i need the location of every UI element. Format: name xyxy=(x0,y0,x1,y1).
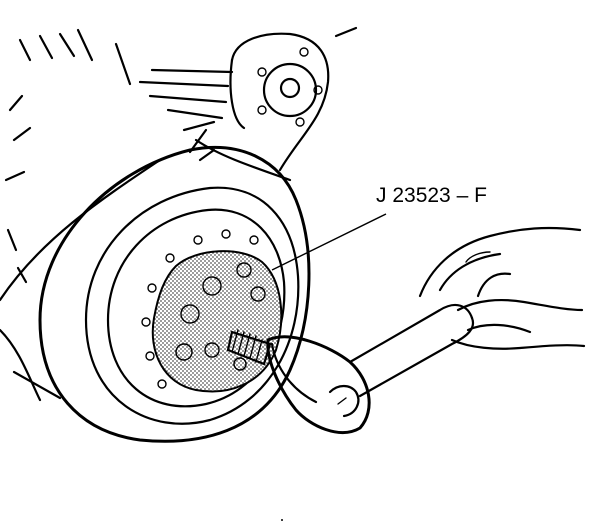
engine-block-outline xyxy=(0,28,234,402)
callout-leader-line xyxy=(271,213,387,271)
upper-pulley-bracket xyxy=(188,26,358,182)
harmonic-balancer-housing xyxy=(38,145,311,443)
speck xyxy=(281,519,283,521)
socket-wrench xyxy=(266,303,475,434)
installer-tool-plate xyxy=(151,250,283,393)
threaded-stud xyxy=(226,329,272,366)
tool-number-label: J 23523 – F xyxy=(376,184,487,207)
hand-holding-wrench xyxy=(418,226,586,350)
bolt-hole-ring xyxy=(141,229,259,389)
